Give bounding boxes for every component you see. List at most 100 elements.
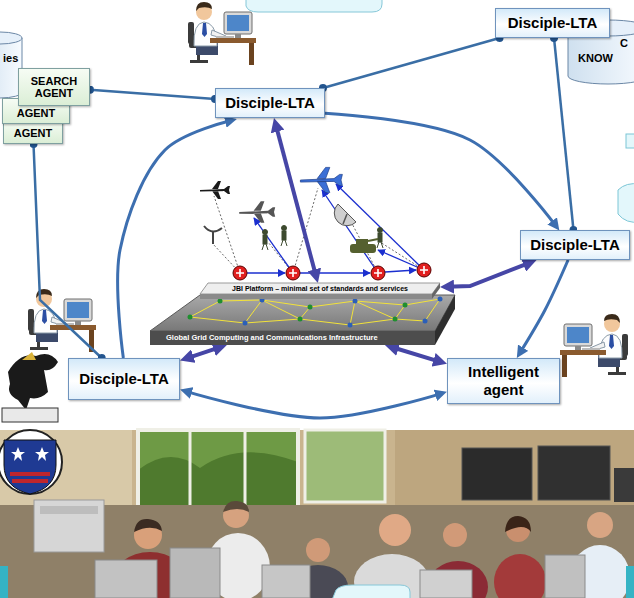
photo — [134, 519, 162, 532]
network-hub — [438, 297, 443, 302]
platform-slab: JBI Platform – minimal set of standards … — [200, 283, 440, 299]
node-label: Global Grid Computing and Communications… — [166, 332, 378, 343]
network-wire — [395, 319, 425, 321]
user-workstation — [188, 2, 256, 65]
battlefield-scene — [334, 204, 356, 226]
battlefield-scene — [374, 269, 382, 277]
emblem — [35, 447, 49, 461]
photo — [494, 554, 546, 598]
photo — [0, 430, 634, 598]
emblem — [0, 352, 62, 494]
battlefield-scene — [236, 266, 428, 277]
agent-box: Disciple-LTA — [68, 358, 180, 400]
network-hub — [423, 319, 428, 324]
photo — [223, 501, 249, 512]
photo — [40, 506, 98, 514]
emblem — [12, 479, 48, 483]
network-wire — [310, 301, 355, 307]
connector — [187, 347, 221, 358]
battlefield-scene — [282, 231, 286, 240]
node-label: AGENT — [17, 107, 56, 119]
battlefield-scene — [239, 201, 275, 223]
cut-off-label: KNOW — [578, 52, 613, 65]
emblem — [2, 408, 58, 422]
database-cylinder — [0, 32, 22, 44]
battlefield-scene — [377, 242, 379, 248]
photo — [138, 430, 298, 508]
photo — [138, 452, 298, 508]
photo — [538, 446, 610, 500]
battlefield-scene — [356, 239, 368, 245]
connector — [554, 38, 573, 230]
network-hub — [260, 298, 265, 303]
photo — [626, 566, 634, 598]
battlefield-scene — [378, 250, 424, 270]
battlefield-scene — [381, 242, 383, 248]
network-wire — [190, 317, 245, 323]
network-wire — [300, 319, 350, 325]
callout-bubble — [618, 184, 634, 223]
battlefield-scene — [247, 272, 285, 273]
photo — [587, 512, 613, 538]
photo — [305, 430, 385, 502]
battlefield-scene — [266, 244, 268, 250]
photo — [244, 430, 247, 508]
callout-bubble — [626, 134, 634, 148]
emblem — [0, 430, 62, 494]
agent-box: Disciple-LTA — [520, 230, 630, 260]
connector — [447, 263, 530, 287]
slab-face — [150, 331, 435, 345]
connector — [325, 113, 556, 226]
agent-box: Disciple-LTA — [215, 88, 325, 118]
connector — [90, 90, 215, 99]
network-wire — [425, 299, 440, 321]
battlefield-scene — [368, 239, 378, 241]
node-label: SEARCH AGENT — [23, 75, 85, 99]
user-workstation — [28, 2, 628, 377]
network-node — [286, 266, 300, 280]
battlefield-scene — [289, 269, 297, 277]
photo — [262, 565, 310, 598]
network-node — [371, 266, 385, 280]
battlefield-scene — [322, 190, 378, 273]
network-wire — [350, 319, 395, 325]
network-wire — [245, 319, 300, 323]
battlefield-scene — [262, 244, 264, 250]
battlefield-scene — [343, 214, 347, 224]
label-holder: ies — [3, 52, 18, 65]
node-label: Disciple-LTA — [79, 370, 168, 388]
battlefield-scene — [420, 266, 428, 274]
node-label: JBI Platform – minimal set of standards … — [232, 284, 408, 294]
connector — [276, 125, 316, 276]
battlefield-scene — [214, 196, 240, 273]
battlefield-scene — [200, 181, 230, 199]
network-wire — [395, 305, 405, 319]
battlefield-scene — [247, 184, 424, 273]
emblem — [22, 352, 36, 360]
photo — [505, 516, 531, 532]
agent-box: Disciple-LTA — [495, 8, 610, 38]
infrastructure-slab: Global Grid Computing and Communications… — [150, 295, 455, 345]
battlefield-scene — [282, 226, 287, 231]
battlefield-scene — [263, 230, 268, 235]
emblem — [8, 354, 58, 410]
battlefield-scene — [236, 269, 244, 277]
battlefield-scene — [254, 218, 293, 273]
connector — [186, 391, 441, 418]
photo — [189, 430, 192, 508]
connector — [520, 260, 568, 353]
battlefield-scene — [380, 242, 424, 270]
node-label: Disciple-LTA — [530, 236, 619, 254]
network-wire — [355, 301, 395, 319]
node-label: AGENT — [14, 127, 53, 139]
search-agent-card: SEARCH AGENT — [18, 68, 90, 106]
connector — [34, 144, 102, 358]
connector — [323, 38, 500, 88]
callout-bubble — [246, 0, 382, 12]
photo — [395, 430, 634, 510]
slab-face — [200, 283, 440, 294]
battlefield-scene — [300, 167, 342, 192]
connector — [392, 347, 441, 362]
network-wire — [262, 300, 300, 319]
